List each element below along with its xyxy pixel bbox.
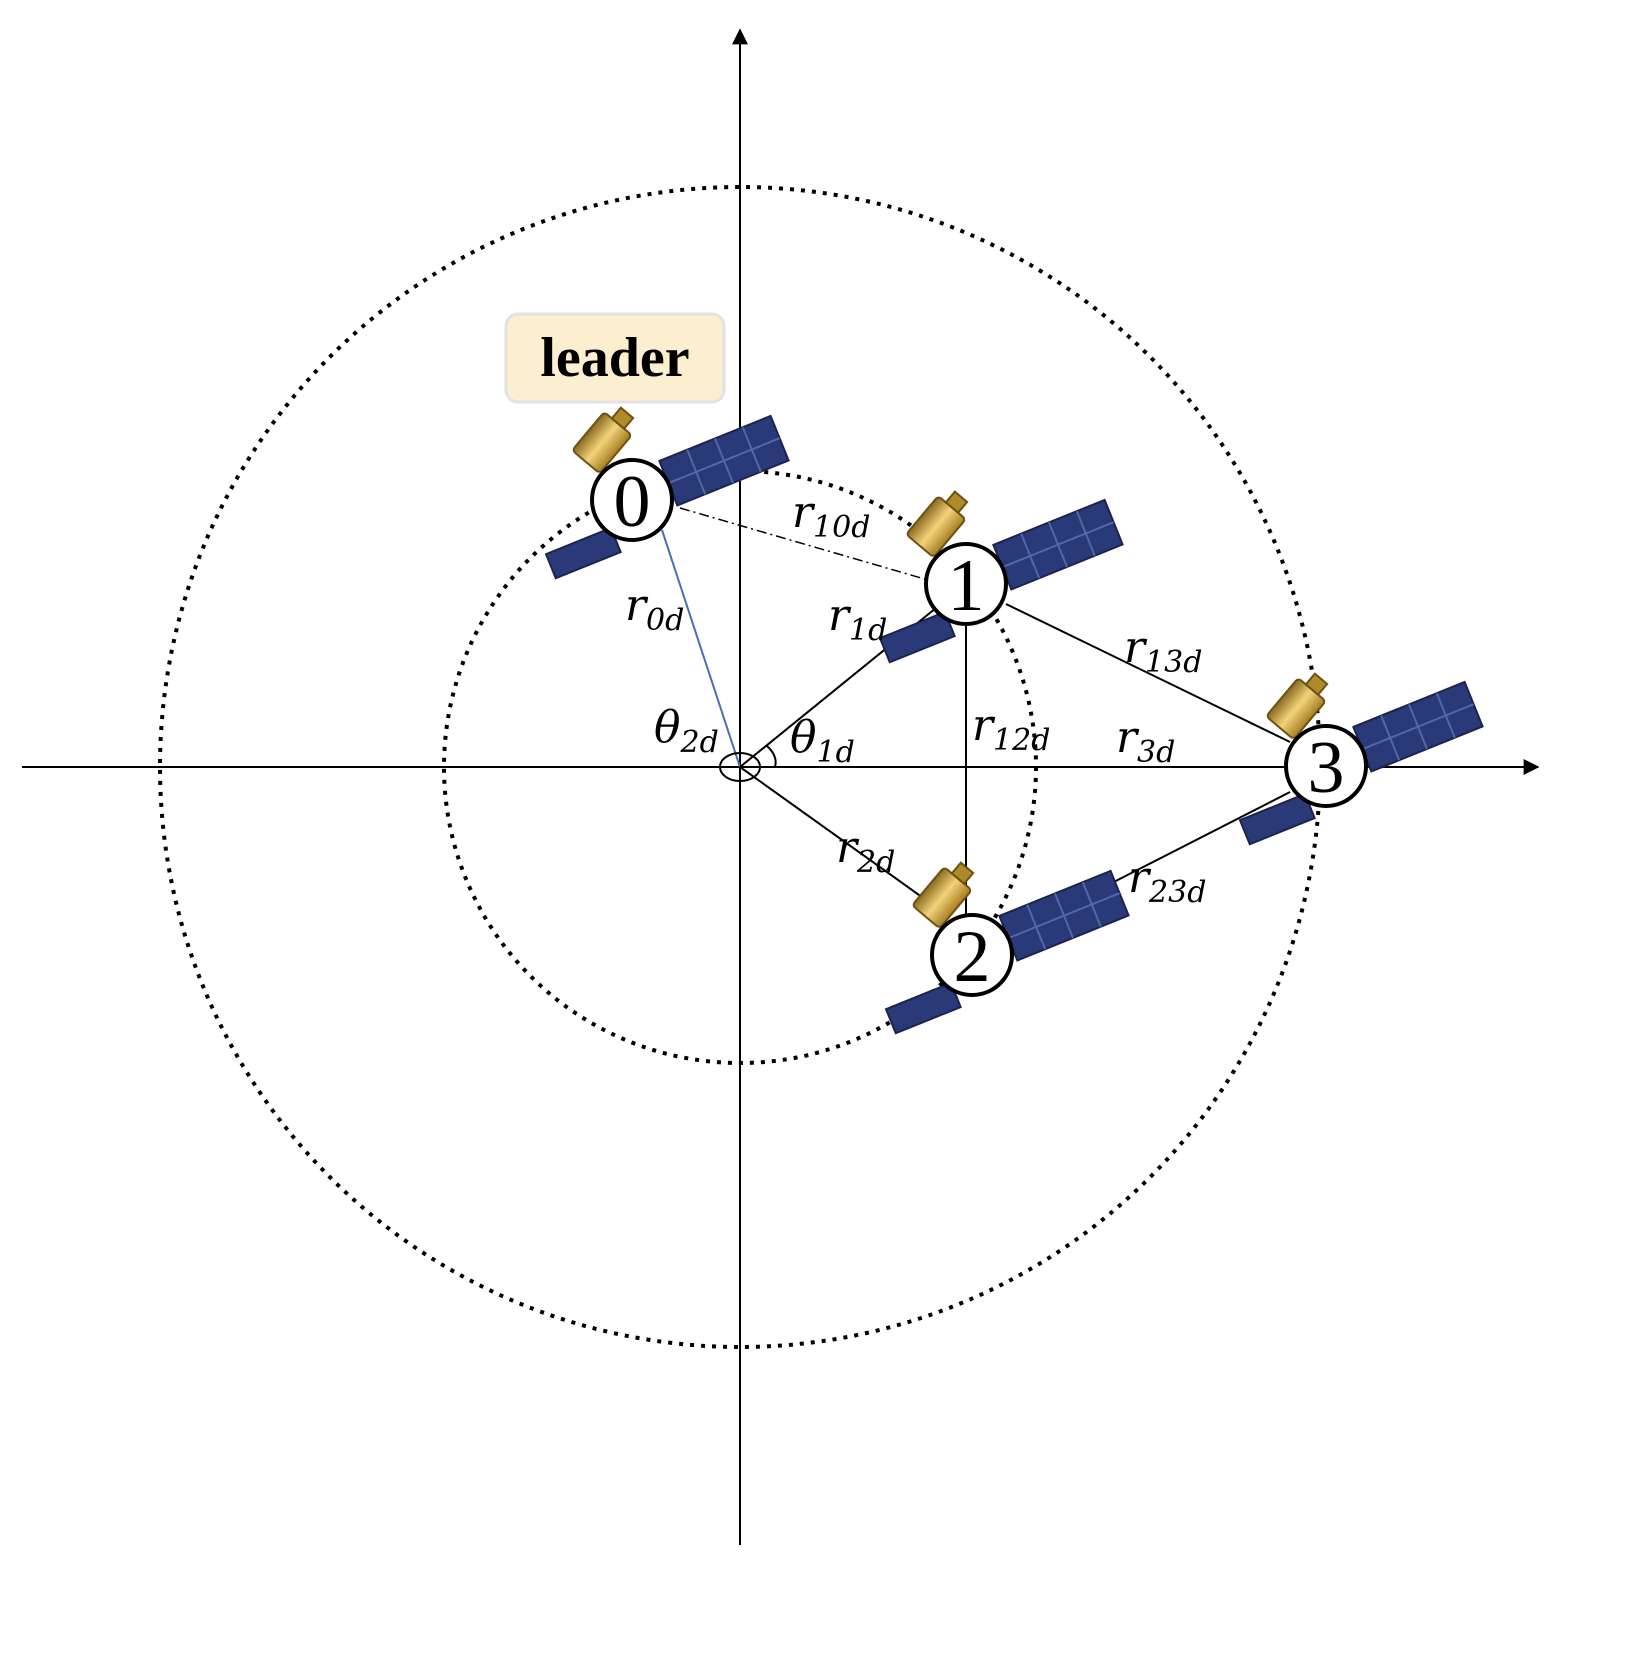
label-r2d: r2d	[836, 822, 895, 880]
node-2: 2	[930, 913, 1014, 998]
node-label: 1	[948, 545, 985, 627]
line-r2d	[739, 766, 941, 911]
angle-arc-theta2d	[719, 752, 761, 782]
line-r0d	[661, 529, 741, 768]
node-0: 0	[590, 458, 674, 543]
line-r13d	[1005, 603, 1291, 743]
label-r0d: r0d	[625, 580, 684, 638]
node-label: 3	[1308, 727, 1345, 809]
label-r13d: r13d	[1124, 622, 1202, 680]
label-r12d: r12d	[972, 700, 1050, 758]
node-label: 2	[954, 916, 991, 998]
line-r10d	[679, 507, 929, 581]
label-r3d: r3d	[1116, 712, 1175, 770]
node-1: 1	[924, 542, 1008, 627]
label-r1d: r1d	[828, 590, 887, 648]
node-3: 3	[1284, 724, 1368, 809]
leader-label: leader	[540, 327, 689, 389]
label-r10d: r10d	[792, 487, 870, 545]
label-theta2d: θ2d	[654, 702, 719, 760]
node-label: 0	[614, 461, 651, 543]
leader-tag: leader	[504, 312, 726, 404]
angle-arc-theta1d	[766, 745, 777, 768]
label-theta1d: θ1d	[790, 712, 855, 770]
label-r23d: r23d	[1128, 852, 1206, 910]
